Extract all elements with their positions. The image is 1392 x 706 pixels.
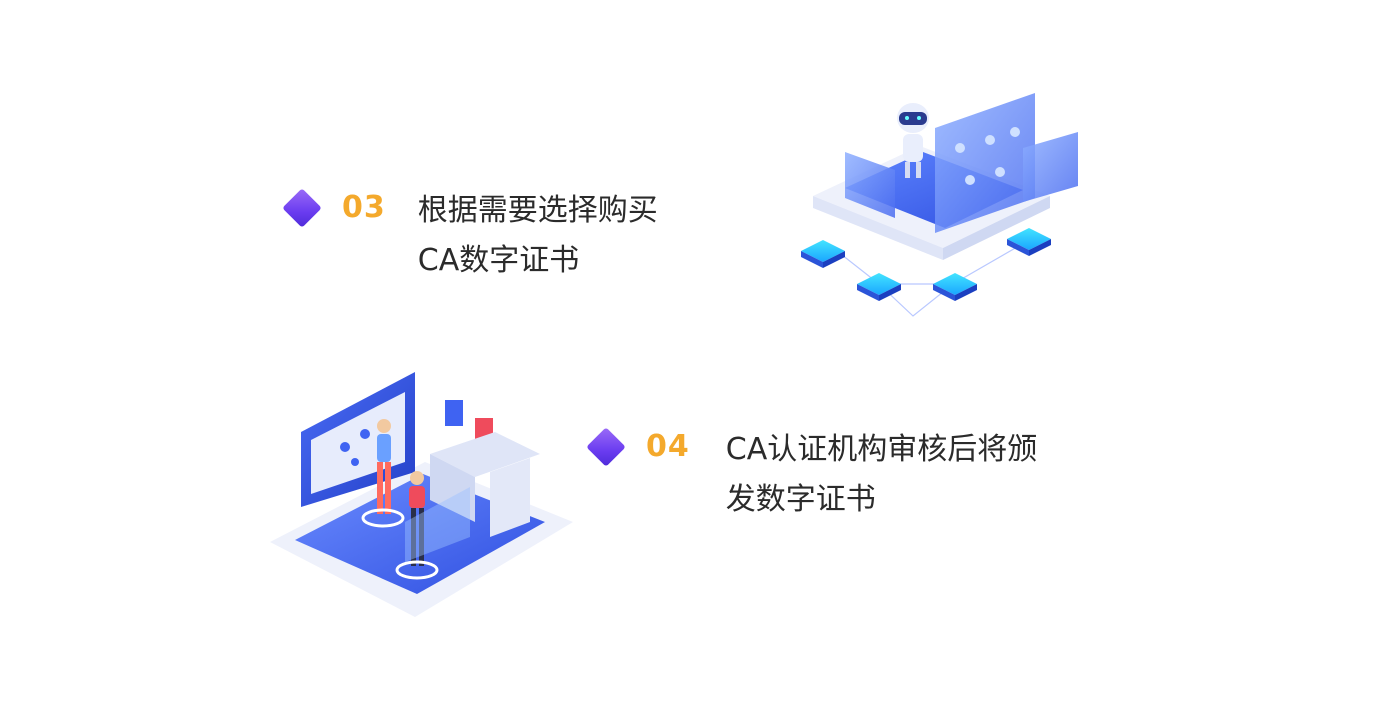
step-03: 03 根据需要选择购买 CA数字证书 <box>282 186 658 286</box>
step-description-line: 根据需要选择购买 <box>417 193 658 228</box>
step-number: 03 <box>342 190 386 225</box>
robot-server-network-illustration <box>801 93 1078 317</box>
diamond-icon <box>586 427 626 467</box>
step-description: 根据需要选择购买 CA数字证书 <box>418 186 658 286</box>
step-description: CA认证机构审核后将颁 发数字证书 <box>726 425 1037 525</box>
step-description-line: CA认证机构审核后将颁 <box>725 432 1038 467</box>
step-04: 04 CA认证机构审核后将颁 发数字证书 <box>586 425 1037 525</box>
step-description-line: 发数字证书 <box>725 482 876 517</box>
step-description-line: CA数字证书 <box>417 243 580 278</box>
people-dashboard-office-illustration <box>270 372 573 617</box>
step-number: 04 <box>646 429 690 464</box>
diamond-icon <box>282 188 322 228</box>
